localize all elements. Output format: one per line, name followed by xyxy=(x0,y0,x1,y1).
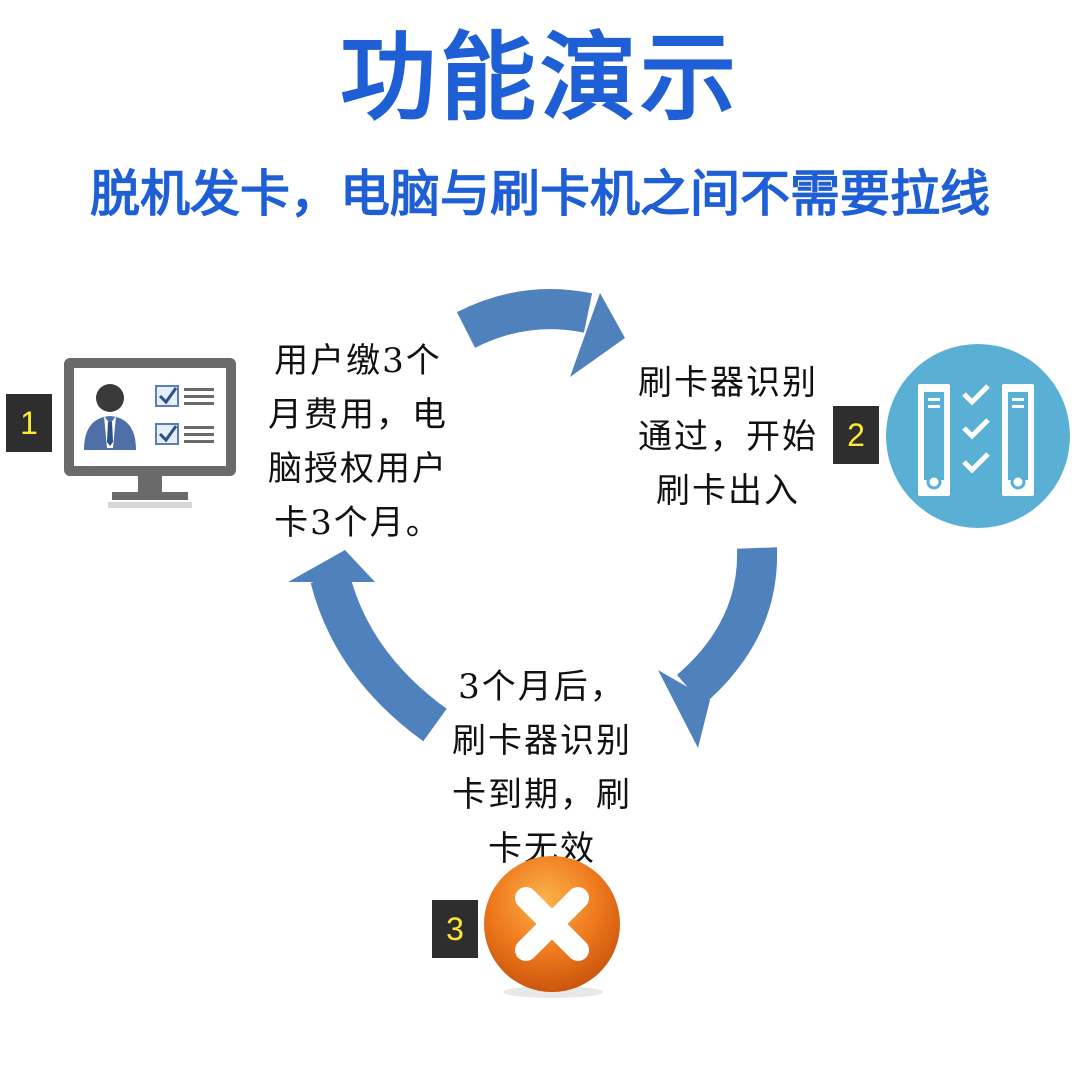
step-2-line: 刷卡出入 xyxy=(656,471,800,511)
step-1-badge: 1 xyxy=(6,394,52,452)
step-3-line: 卡到期，刷 xyxy=(452,775,632,815)
step-3-line: 刷卡器识别 xyxy=(452,721,632,761)
step-1-line: 用户缴3个 xyxy=(274,341,442,381)
step-2-text: 刷卡器识别 通过，开始 刷卡出入 xyxy=(610,356,846,518)
orange-x-icon xyxy=(484,856,620,998)
page-title: 功能演示 xyxy=(340,22,740,134)
step-3-line: 3个月后， xyxy=(458,667,626,707)
server-checklist-icon xyxy=(886,344,1070,528)
step-3-badge: 3 xyxy=(432,900,478,958)
arrow-2-to-3 xyxy=(658,547,778,748)
arrow-1-to-2 xyxy=(456,289,625,377)
page-subtitle: 脱机发卡，电脑与刷卡机之间不需要拉线 xyxy=(90,165,990,223)
step-1-line: 脑授权用户 xyxy=(268,449,448,489)
step-2-line: 刷卡器识别 xyxy=(638,363,818,403)
step-2-line: 通过，开始 xyxy=(638,417,818,457)
computer-user-checklist-icon xyxy=(64,358,236,508)
arrow-3-to-1 xyxy=(288,550,447,742)
step-1-line: 月费用，电 xyxy=(268,395,448,435)
step-1-line: 卡3个月。 xyxy=(274,503,442,543)
step-1-text: 用户缴3个 月费用，电 脑授权用户 卡3个月。 xyxy=(240,334,476,550)
step-3-text: 3个月后， 刷卡器识别 卡到期，刷 卡无效 xyxy=(412,660,672,876)
step-2-badge: 2 xyxy=(833,406,879,464)
